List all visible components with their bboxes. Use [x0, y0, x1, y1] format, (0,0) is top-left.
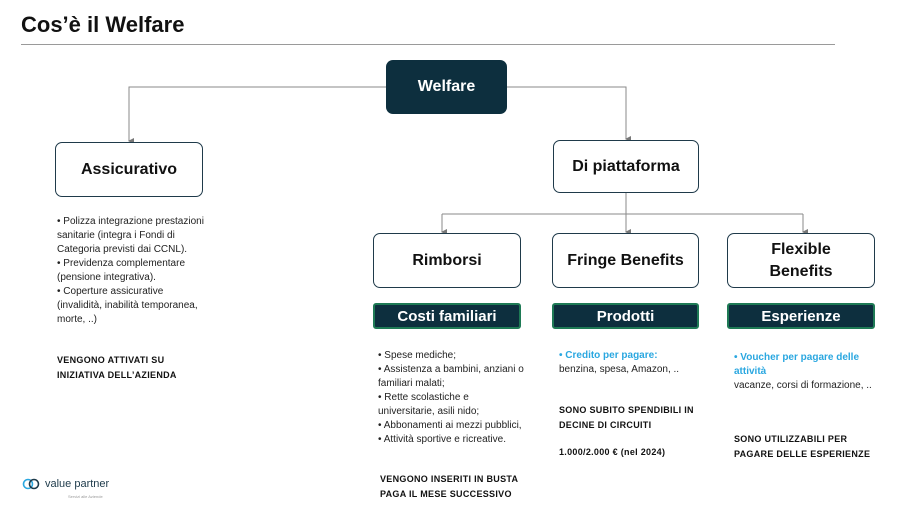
piattaforma-node: Di piattaforma	[553, 140, 699, 193]
assicurativo-note: VENGONO ATTIVATI SU INIZIATIVA DELL’AZIE…	[57, 355, 177, 380]
flexible-items: • Voucher per pagare delle attività vaca…	[734, 351, 884, 393]
welfare-node: Welfare	[386, 60, 507, 114]
costi-familiari-tag: Costi familiari	[373, 303, 521, 329]
rimborsi-item: • Spese mediche;	[378, 350, 456, 361]
assicurativo-node: Assicurativo	[55, 142, 203, 197]
logo-wordmark: value partner	[45, 478, 110, 490]
esperienze-tag: Esperienze	[727, 303, 875, 329]
rimborsi-node: Rimborsi	[373, 233, 521, 288]
prodotti-tag: Prodotti	[552, 303, 699, 329]
fringe-node: Fringe Benefits	[552, 233, 699, 288]
rimborsi-item: • Attività sportive e ricreative.	[378, 434, 506, 445]
fringe-note: SONO SUBITO SPENDIBILI IN DECINE DI CIRC…	[559, 405, 694, 430]
fringe-highlight: • Credito per pagare:	[559, 350, 658, 361]
logo-tagline: Servizi alle Aziende	[68, 494, 103, 499]
flexible-note: SONO UTILIZZABILI PER PAGARE DELLE ESPER…	[734, 434, 871, 459]
flexible-node: Flexible Benefits	[727, 233, 875, 288]
rimborsi-item: • Assistenza a bambini, anziani o famili…	[378, 364, 524, 389]
rimborsi-items: • Spese mediche; • Assistenza a bambini,…	[378, 349, 528, 447]
logo: value partner	[22, 478, 109, 490]
rimborsi-note: VENGONO INSERITI IN BUSTA PAGA IL MESE S…	[380, 474, 519, 499]
logo-rings-icon	[22, 478, 40, 490]
fringe-amount: 1.000/2.000 € (nel 2024)	[559, 447, 666, 457]
esperienze-label: Esperienze	[761, 307, 841, 325]
fringe-items: • Credito per pagare: benzina, spesa, Am…	[559, 349, 709, 377]
assicurativo-item: • Coperture assicurative (invalidità, in…	[57, 286, 198, 325]
assicurativo-label: Assicurativo	[80, 160, 178, 178]
rimborsi-label: Rimborsi	[412, 251, 482, 269]
prodotti-label: Prodotti	[596, 307, 655, 325]
page-title: Cos’è il Welfare	[21, 12, 185, 37]
flexible-label: Flexible Benefits	[769, 240, 833, 280]
flexible-highlight: • Voucher per pagare delle attività	[734, 352, 860, 377]
assicurativo-item: • Previdenza complementare (pensione int…	[57, 258, 186, 283]
welfare-label: Welfare	[417, 78, 476, 95]
fringe-label: Fringe Benefits	[567, 251, 684, 269]
title-divider	[21, 44, 835, 45]
flexible-detail: vacanze, corsi di formazione, ..	[734, 380, 872, 391]
costi-familiari-label: Costi familiari	[397, 307, 497, 325]
assicurativo-item: • Polizza integrazione prestazioni sanit…	[57, 216, 204, 255]
piattaforma-label: Di piattaforma	[572, 157, 680, 175]
rimborsi-item: • Rette scolastiche e universitarie, asi…	[378, 392, 480, 417]
fringe-detail: benzina, spesa, Amazon, ..	[559, 364, 680, 375]
rimborsi-item: • Abbonamenti ai mezzi pubblici,	[378, 420, 522, 431]
assicurativo-items: • Polizza integrazione prestazioni sanit…	[57, 215, 209, 327]
